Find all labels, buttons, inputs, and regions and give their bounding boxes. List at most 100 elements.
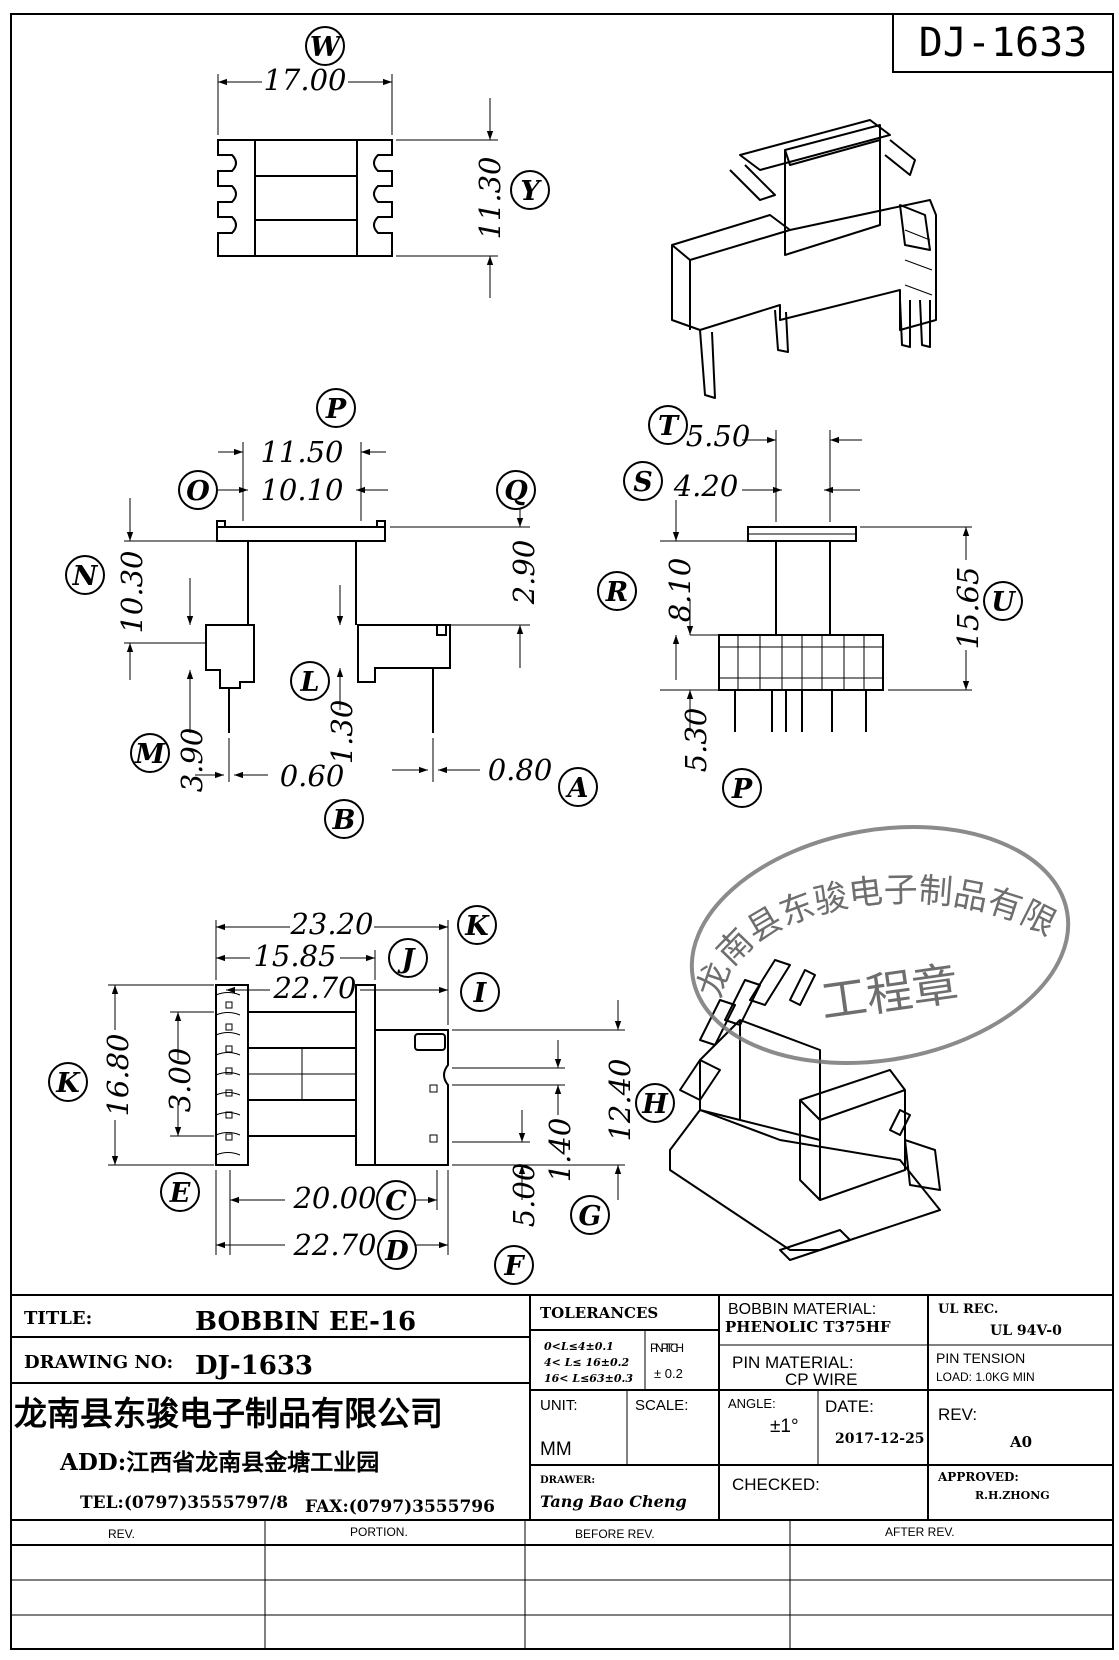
isometric-view-bottom (669, 959, 941, 1261)
dim-m: 3.90 (175, 728, 209, 793)
company-fax: FAX:(0797)3555796 (305, 1497, 495, 1517)
unit-value: MM (540, 1439, 572, 1460)
letter-y: Y (520, 176, 542, 207)
dimension-letters (48, 26, 1023, 1285)
angle-value: ±1° (770, 1416, 799, 1437)
dim-d: 22.70 (292, 1228, 376, 1262)
title-value: BOBBIN EE-16 (195, 1307, 416, 1337)
dim-b: 0.60 (280, 759, 345, 793)
rev-table-header-before: BEFORE REV. (575, 1527, 655, 1541)
dim-n: 10.30 (115, 550, 149, 633)
letter-s: S (633, 467, 653, 498)
rev-table-header-portion: PORTION. (350, 1525, 408, 1539)
dim-a: 0.80 (488, 753, 553, 787)
approved-value: R.H.ZHONG (975, 1489, 1050, 1502)
rev-table-header-after: AFTER REV. (885, 1525, 955, 1539)
bobbin-material-label: BOBBIN MATERIAL: (728, 1301, 876, 1318)
letter-t: T (658, 411, 680, 442)
drawing-no-value: DJ-1633 (195, 1351, 313, 1381)
drawing-frame (10, 13, 1114, 1650)
approved-label: APPROVED: (937, 1470, 1019, 1484)
letter-n: N (72, 561, 99, 592)
letter-q: Q (504, 476, 528, 507)
dim-k-left: 16.80 (101, 1033, 135, 1116)
dim-r: 8.10 (663, 558, 697, 623)
drawing-no-label: DRAWING NO: (24, 1352, 173, 1373)
letter-p-side: P (731, 774, 753, 805)
isometric-view-top (671, 119, 937, 399)
dim-l: 1.30 (325, 700, 359, 765)
dim-w: 17.00 (263, 63, 346, 97)
letter-r: R (605, 577, 628, 608)
title-block (11, 1294, 1113, 1649)
letter-w: W (310, 32, 343, 63)
company-stamp: 龙南县东骏电子制品有限公司 工程章 (0, 0, 1071, 1065)
ul-label: UL REC. (938, 1302, 998, 1317)
pin-tension-label: PIN TENSION (936, 1350, 1025, 1366)
dim-j: 15.85 (253, 939, 336, 973)
dim-s: 4.20 (673, 469, 739, 503)
letter-h: H (641, 1089, 669, 1120)
title-block-text: TITLE: BOBBIN EE-16 DRAWING NO: DJ-1633 … (14, 1301, 1062, 1541)
dim-i: 22.70 (272, 971, 356, 1005)
side-view (660, 430, 972, 732)
dim-e: 3.00 (163, 1048, 197, 1113)
dimension-letter-texts: W Y P O Q N M L B A T S R U P K J I K E … (55, 32, 1016, 1282)
checked-label: CHECKED: (732, 1475, 820, 1494)
rev-table-header-rev: REV. (108, 1527, 135, 1541)
letter-u: U (991, 587, 1016, 618)
dim-p-top: 11.50 (260, 435, 343, 469)
letter-a: A (565, 773, 589, 804)
dim-q: 2.90 (507, 540, 541, 606)
rev-label: REV: (938, 1405, 977, 1424)
dim-o: 10.10 (260, 473, 343, 507)
drawer-label: DRAWER: (540, 1475, 595, 1486)
pin-pitch-label: PIN PITCH (650, 1341, 684, 1355)
company-tel: TEL:(0797)3555797/8 (80, 1493, 288, 1513)
dim-c: 20.00 (292, 1181, 376, 1215)
tolerances-label: TOLERANCES (540, 1304, 658, 1322)
letter-j: J (397, 944, 417, 975)
date-label: DATE: (825, 1397, 874, 1416)
pin-pitch-value: ± 0.2 (654, 1366, 683, 1381)
dim-u: 15.65 (951, 566, 985, 649)
unit-label: UNIT: (540, 1397, 578, 1414)
dim-f: 5.00 (507, 1163, 541, 1228)
drawing-code: DJ-1633 (919, 20, 1088, 66)
stamp-center-text: 工程章 (817, 956, 961, 1029)
tolerance-3: 16< L≤63±0.3 (544, 1372, 633, 1385)
angle-label: ANGLE: (728, 1396, 776, 1411)
drawer-value: Tang Bao Cheng (540, 1492, 687, 1511)
letter-k-top: K (464, 911, 490, 942)
top-view (217, 74, 498, 298)
letter-i: I (473, 978, 488, 1009)
letter-e: E (169, 1178, 191, 1209)
dim-y: 11.30 (473, 156, 507, 239)
tolerance-2: 4< L≤ 16±0.2 (544, 1356, 629, 1369)
tolerance-1: 0<L≤4±0.1 (544, 1340, 614, 1353)
front-view (124, 442, 530, 782)
letter-d: D (384, 1236, 409, 1267)
scale-label: SCALE: (635, 1397, 688, 1414)
ul-value: UL 94V-0 (990, 1323, 1062, 1339)
rev-value: A0 (1009, 1433, 1032, 1451)
letter-k-left: K (55, 1068, 81, 1099)
bottom-view (108, 920, 625, 1255)
dim-p-side: 5.30 (679, 708, 713, 773)
company-address: ADD:江西省龙南县金塘工业园 (59, 1449, 379, 1476)
dim-k-top: 23.20 (289, 907, 373, 941)
company-name: 龙南县东骏电子制品有限公司 (14, 1394, 443, 1433)
title-label: TITLE: (24, 1308, 92, 1329)
letter-l: L (300, 667, 320, 698)
pin-material-value: CP WIRE (785, 1370, 857, 1389)
drawing-code-box: DJ-1633 (892, 13, 1114, 73)
letter-f: F (503, 1251, 525, 1282)
letter-o: O (186, 476, 210, 507)
pin-material-label: PIN MATERIAL: (732, 1353, 854, 1372)
letter-m: M (134, 739, 166, 770)
letter-c: C (385, 1186, 407, 1217)
date-value: 2017-12-25 (835, 1431, 925, 1447)
dim-t: 5.50 (686, 419, 751, 453)
letter-g: G (578, 1201, 601, 1232)
